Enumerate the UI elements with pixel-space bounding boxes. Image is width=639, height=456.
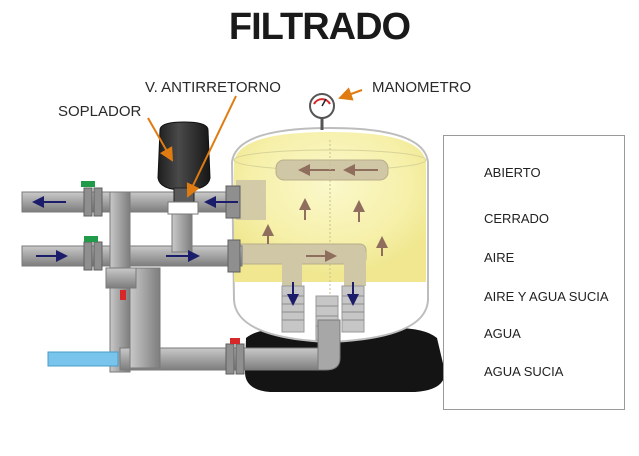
manometer-callout-arrow [338,87,363,101]
label-manometro: MANOMETRO [372,79,472,96]
legend-label-abierto: ABIERTO [484,165,541,180]
legend-label-aire-agua-sucia: AIRE Y AGUA SUCIA [484,289,609,304]
legend-label-agua-sucia: AGUA SUCIA [484,364,564,379]
label-antirretorno: V. ANTIRRETORNO [145,79,281,96]
legend-label-agua: AGUA [484,326,521,341]
legend-label-cerrado: CERRADO [484,211,550,226]
blower [157,121,211,191]
drain-outlet-water [47,351,119,367]
page-title: FILTRADO [228,6,411,48]
legend-label-aire: AIRE [484,250,515,265]
legend [443,135,625,410]
valve-closed-icon [120,290,126,300]
valve-open-icon [84,236,98,242]
check-valve [167,201,199,215]
valve-closed-icon [230,338,240,344]
label-soplador: SOPLADOR [58,103,142,120]
valve-open-icon [81,181,95,187]
tank-base [245,328,445,392]
